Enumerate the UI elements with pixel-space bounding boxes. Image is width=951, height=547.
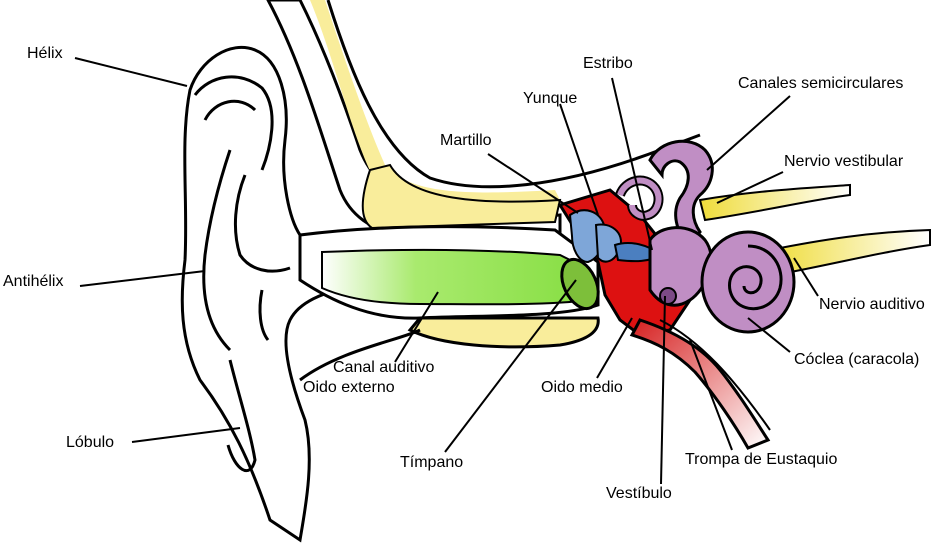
label-helix: Hélix [27,45,63,62]
label-eustachian-tube: Trompa de Eustaquio [685,451,838,468]
label-stirrup: Estribo [583,55,633,72]
label-vestibular-nerve: Nervio vestibular [784,153,904,170]
eustachian-tube-shape [629,318,771,450]
label-cochlea: Cóclea (caracola) [794,351,920,368]
label-lobule: Lóbulo [66,434,115,451]
pointer-lines [74,57,819,485]
auricle [180,45,365,543]
ear-canal [298,225,600,320]
label-semicircular-canals: Canales semicirculares [738,75,904,92]
label-auditory-nerve: Nervio auditivo [819,296,925,313]
nerves [698,183,931,277]
label-antihelix: Antihélix [3,273,64,290]
label-middle-ear: Oido medio [541,379,623,396]
eardrum-shape [560,257,600,311]
skull-bone [266,0,701,382]
label-eardrum: Tímpano [400,454,464,471]
label-hammer: Martillo [440,132,492,149]
label-anvil: Yunque [523,90,578,107]
label-ear-canal: Canal auditivo [333,359,435,376]
label-outer-ear: Oido externo [303,379,395,396]
inner-ear [615,139,796,334]
label-vestibule: Vestíbulo [606,485,672,502]
